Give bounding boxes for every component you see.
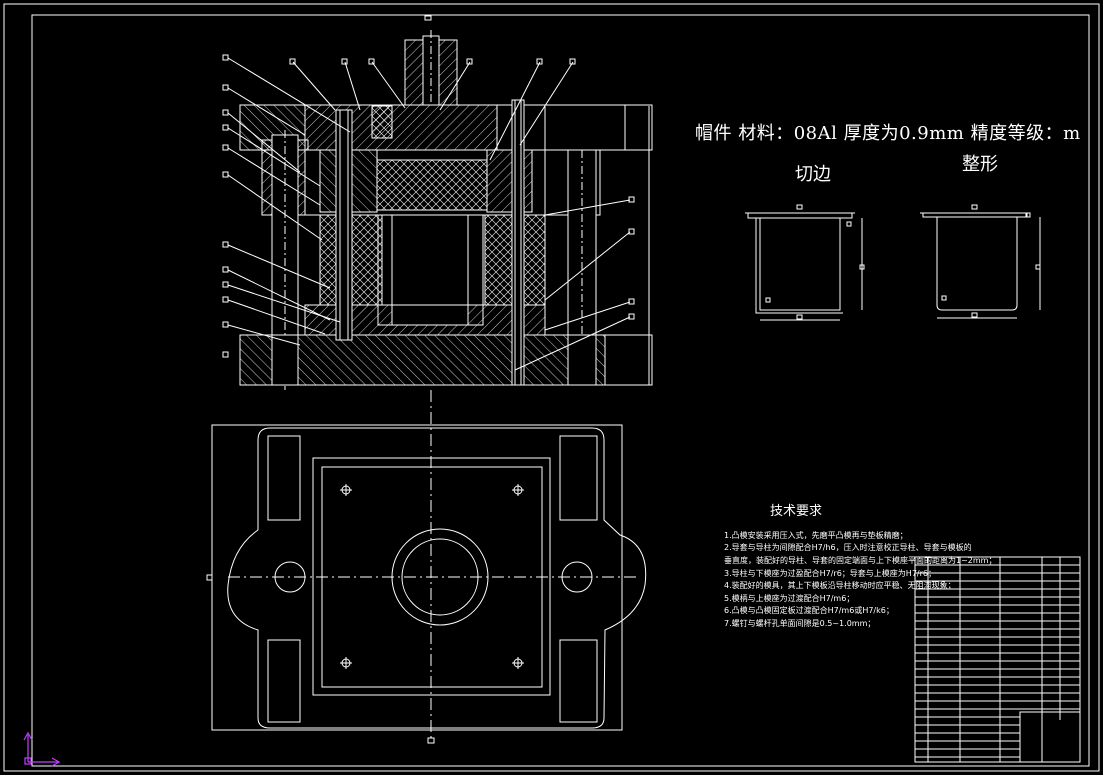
tech-note: 7.螺钉与螺杆孔单面间隙是0.5~1.0mm； xyxy=(724,619,876,628)
tech-requirements-title: 技术要求 xyxy=(770,504,823,519)
tech-note: 5.模柄与上模座为过渡配合H7/m6； xyxy=(724,594,855,603)
part-header: 帽件 材料：08Al 厚度为0.9mm 精度等级：m xyxy=(695,123,1081,144)
title-block xyxy=(914,556,1081,763)
tech-note: 2.导套与导柱为间隙配合H7/h6，压入时注意校正导柱、导套与模板的 xyxy=(724,543,972,552)
tech-note: 4.装配好的模具，其上下模板沿导柱移动时应平稳、无阻滞现象； xyxy=(724,581,956,590)
tech-note: 3.导柱与下模座为过盈配合H7/r6；导套与上模座为H7/r6； xyxy=(724,569,936,578)
part-sketch-reshape xyxy=(920,204,1041,319)
tech-note: 垂直度，装配好的导柱、导套的固定端面与上下模座平面的距离为1~2mm； xyxy=(724,556,997,565)
ucs-axis-icon xyxy=(23,731,61,767)
die-plan-view xyxy=(206,390,647,744)
tech-note: 6.凸模与凸模固定板过渡配合H7/m6或H7/k6； xyxy=(724,606,894,615)
part-sketch-trim xyxy=(745,204,865,321)
die-section-view xyxy=(222,30,653,390)
reshape-title: 整形 xyxy=(962,154,998,175)
drawing-frame xyxy=(3,3,1100,772)
tech-note: 1.凸模安装采用压入式，先磨平凸模再与垫板精磨； xyxy=(724,531,908,540)
trim-title: 切边 xyxy=(795,164,831,185)
